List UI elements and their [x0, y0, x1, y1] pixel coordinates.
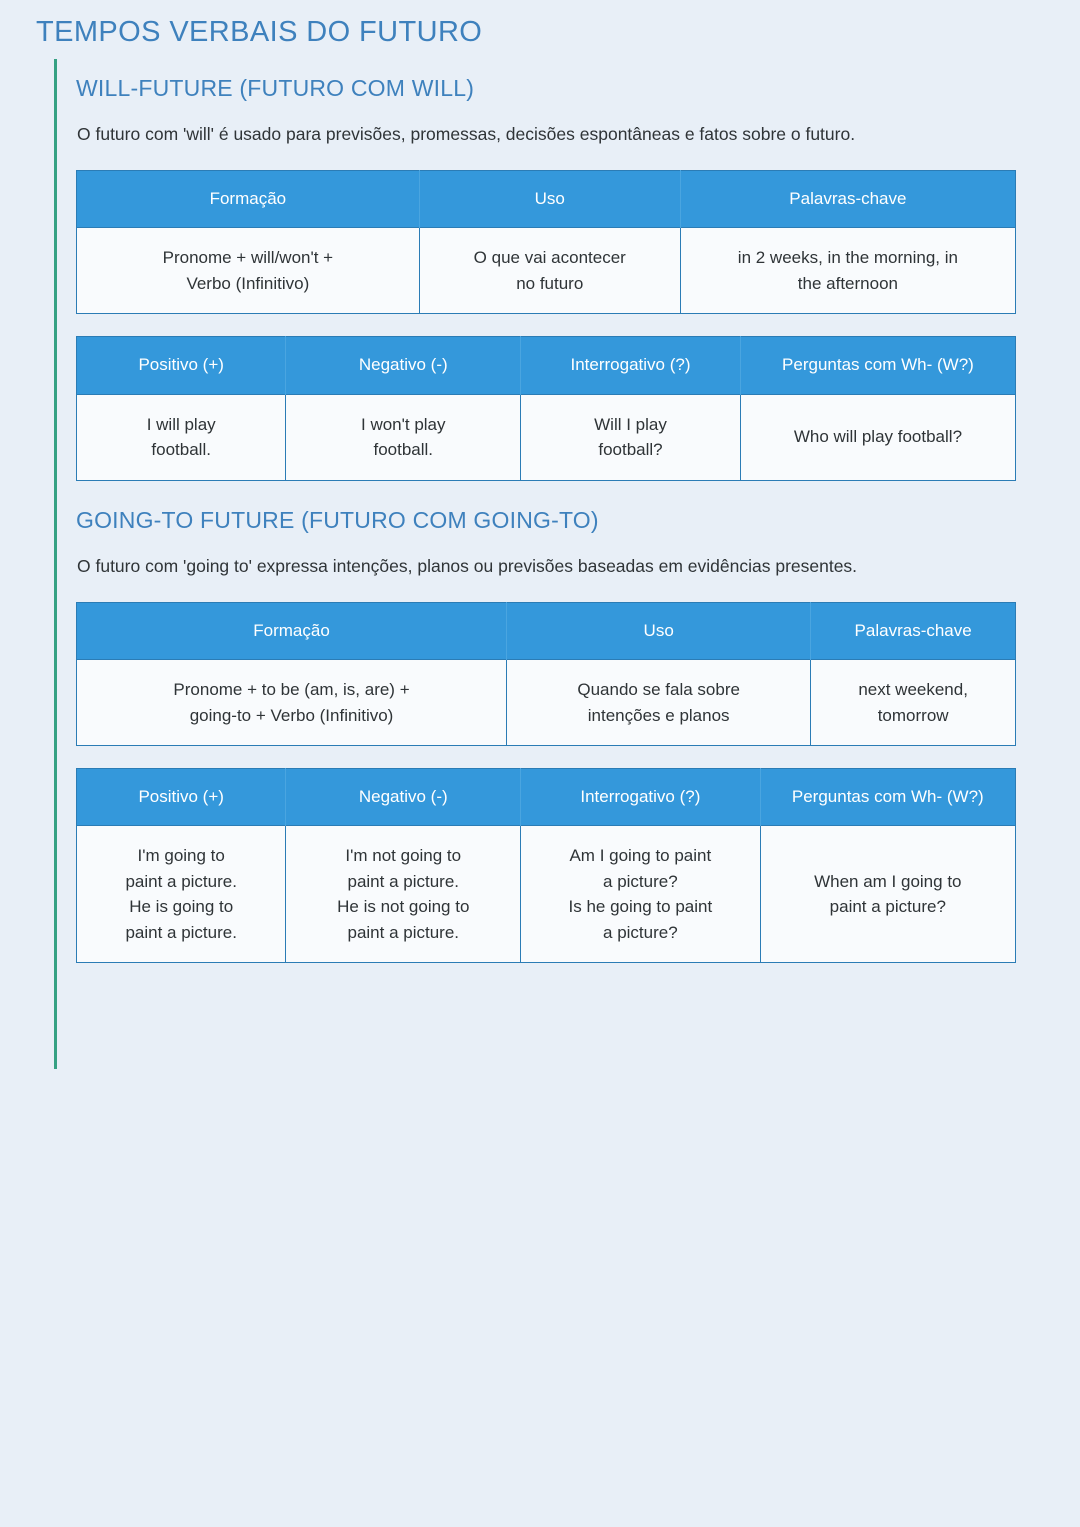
cell-perguntas-wh: Who will play football? — [740, 393, 1016, 481]
cell-palavras-chave: in 2 weeks, in the morning, in the after… — [680, 227, 1016, 314]
column-header-perguntas-wh: Perguntas com Wh- (W?) — [760, 768, 1016, 826]
section-heading-will-future: WILL-FUTURE (FUTURO COM WILL) — [76, 75, 475, 101]
table-header-row: Formação Uso Palavras-chave — [76, 602, 1016, 660]
table-row: Pronome + to be (am, is, are) + going-to… — [76, 659, 1016, 746]
table-header-row: Positivo (+) Negativo (-) Interrogativo … — [76, 336, 1016, 395]
section-accent-bar — [54, 59, 57, 573]
table-row: I'm going to paint a picture. He is goin… — [76, 825, 1016, 963]
cell-positivo: I will play football. — [76, 393, 287, 481]
page-title: TEMPOS VERBAIS DO FUTURO — [36, 16, 483, 48]
table-will-formation: Formação Uso Palavras-chave Pronome + wi… — [76, 170, 1016, 315]
cell-negativo: I won't play football. — [285, 393, 522, 481]
column-header-palavras-chave: Palavras-chave — [680, 170, 1016, 228]
table-will-examples: Positivo (+) Negativo (-) Interrogativo … — [76, 336, 1016, 481]
cell-uso: Quando se fala sobre intenções e planos — [506, 659, 812, 746]
cell-negativo: I'm not going to paint a picture. He is … — [285, 825, 522, 963]
column-header-uso: Uso — [419, 170, 681, 228]
cell-interrogativo: Will I play football? — [520, 393, 741, 481]
column-header-negativo: Negativo (-) — [285, 336, 522, 395]
column-header-uso: Uso — [506, 602, 812, 660]
column-header-formacao: Formação — [76, 602, 508, 660]
column-header-positivo: Positivo (+) — [76, 336, 287, 395]
page-bottom-spacer — [0, 963, 1080, 993]
table-header-row: Formação Uso Palavras-chave — [76, 170, 1016, 228]
table-going-to-formation: Formação Uso Palavras-chave Pronome + to… — [76, 601, 1016, 747]
column-header-positivo: Positivo (+) — [76, 768, 287, 826]
cell-uso: O que vai acontecer no futuro — [419, 227, 681, 314]
section-description-going-to-future: O futuro com 'going to' expressa intençõ… — [77, 555, 858, 576]
table-row: Pronome + will/won't + Verbo (Infinitivo… — [76, 227, 1016, 314]
column-header-interrogativo: Interrogativo (?) — [520, 336, 741, 395]
cell-interrogativo: Am I going to paint a picture? Is he goi… — [520, 825, 761, 963]
section-going-to-future: GOING-TO FUTURE (FUTURO COM GOING-TO) O … — [0, 480, 1080, 1069]
table-header-row: Positivo (+) Negativo (-) Interrogativo … — [76, 768, 1016, 826]
column-header-formacao: Formação — [76, 170, 420, 228]
cell-formacao: Pronome + will/won't + Verbo (Infinitivo… — [76, 227, 420, 314]
column-header-palavras-chave: Palavras-chave — [810, 602, 1016, 660]
section-description-will-future: O futuro com 'will' é usado para previsõ… — [77, 124, 856, 144]
table-going-to-examples: Positivo (+) Negativo (-) Interrogativo … — [76, 768, 1016, 964]
column-header-negativo: Negativo (-) — [285, 768, 522, 826]
cell-formacao: Pronome + to be (am, is, are) + going-to… — [76, 659, 508, 746]
section-accent-bar — [54, 480, 57, 1069]
cell-palavras-chave: next weekend, tomorrow — [810, 659, 1016, 746]
column-header-interrogativo: Interrogativo (?) — [520, 768, 761, 826]
section-heading-going-to-future: GOING-TO FUTURE (FUTURO COM GOING-TO) — [76, 506, 599, 533]
section-will-future: WILL-FUTURE (FUTURO COM WILL) O futuro c… — [0, 49, 1080, 573]
column-header-perguntas-wh: Perguntas com Wh- (W?) — [740, 336, 1016, 395]
cell-perguntas-wh: When am I going to paint a picture? — [760, 825, 1016, 963]
table-row: I will play football. I won't play footb… — [76, 393, 1016, 481]
cell-positivo: I'm going to paint a picture. He is goin… — [76, 825, 287, 963]
